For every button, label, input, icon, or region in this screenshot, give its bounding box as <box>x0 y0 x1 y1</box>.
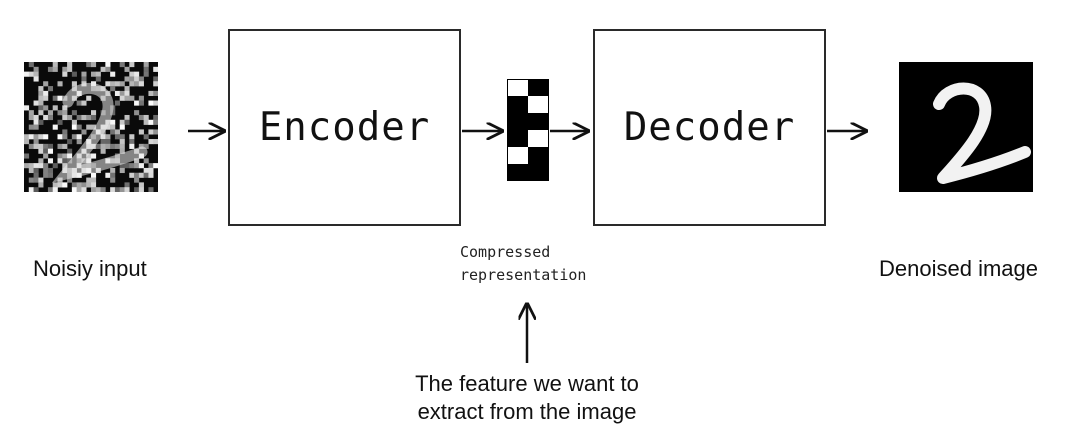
code-cell <box>528 130 549 147</box>
code-cell <box>507 113 528 130</box>
feature-caption-line1: The feature we want to <box>415 371 639 396</box>
decoder-box: Decoder <box>593 29 826 226</box>
code-cell <box>507 79 528 96</box>
code-cell <box>507 96 528 113</box>
code-cell <box>507 147 528 164</box>
compressed-label-line1: Compressed <box>460 243 551 261</box>
code-border <box>507 79 549 181</box>
decoder-label: Decoder <box>623 105 796 150</box>
code-cell <box>528 96 549 113</box>
noisy-input-image <box>24 62 158 192</box>
code-cell <box>528 113 549 130</box>
code-cell <box>507 164 528 181</box>
encoder-box: Encoder <box>228 29 461 226</box>
code-cell <box>528 79 549 96</box>
denoised-image-label: Denoised image <box>879 256 1038 281</box>
denoised-output-image <box>899 62 1033 192</box>
code-cell <box>528 147 549 164</box>
code-cell <box>528 164 549 181</box>
code-cell <box>507 130 528 147</box>
feature-caption-line2: extract from the image <box>417 399 637 424</box>
encoder-label: Encoder <box>258 105 431 150</box>
compressed-code-vector <box>507 79 549 181</box>
noisy-input-label: Noisiy input <box>33 256 147 281</box>
compressed-label-line2: representation <box>460 266 587 284</box>
